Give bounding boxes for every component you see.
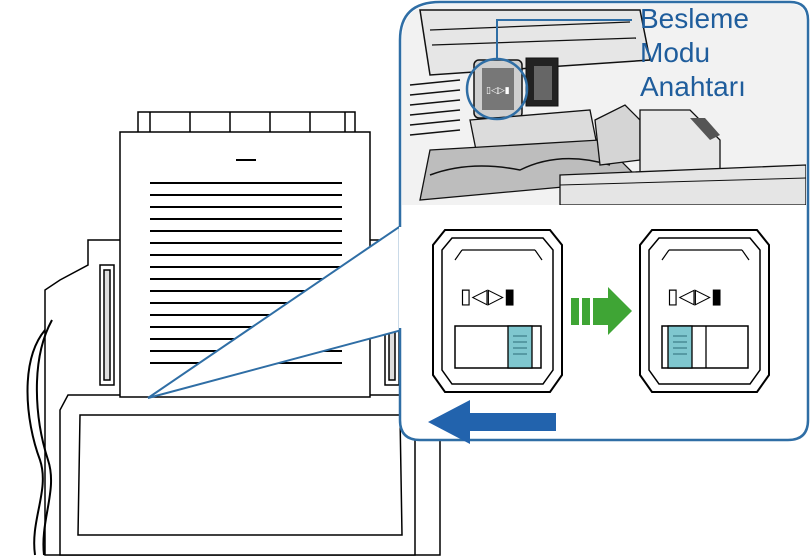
single-sheet-to-stack-feed-icon: ▯◁▷▮	[460, 284, 515, 308]
switch-knob	[507, 325, 533, 369]
single-sheet-to-stack-feed-icon: ▯◁▷▮	[667, 284, 722, 308]
green-arrow-right-icon	[571, 287, 632, 335]
switch-before: ▯◁▷▮	[432, 229, 563, 393]
blue-arrow-left-icon	[428, 400, 556, 444]
switch-closeup-photo: ▯◁▷▮	[402, 4, 806, 205]
feed-mode-switch-label: Besleme Modu Anahtarı	[640, 3, 749, 102]
svg-text:▯◁▷▮: ▯◁▷▮	[486, 86, 510, 96]
switch-knob	[667, 325, 693, 369]
switch-after: ▯◁▷▮	[639, 229, 770, 393]
